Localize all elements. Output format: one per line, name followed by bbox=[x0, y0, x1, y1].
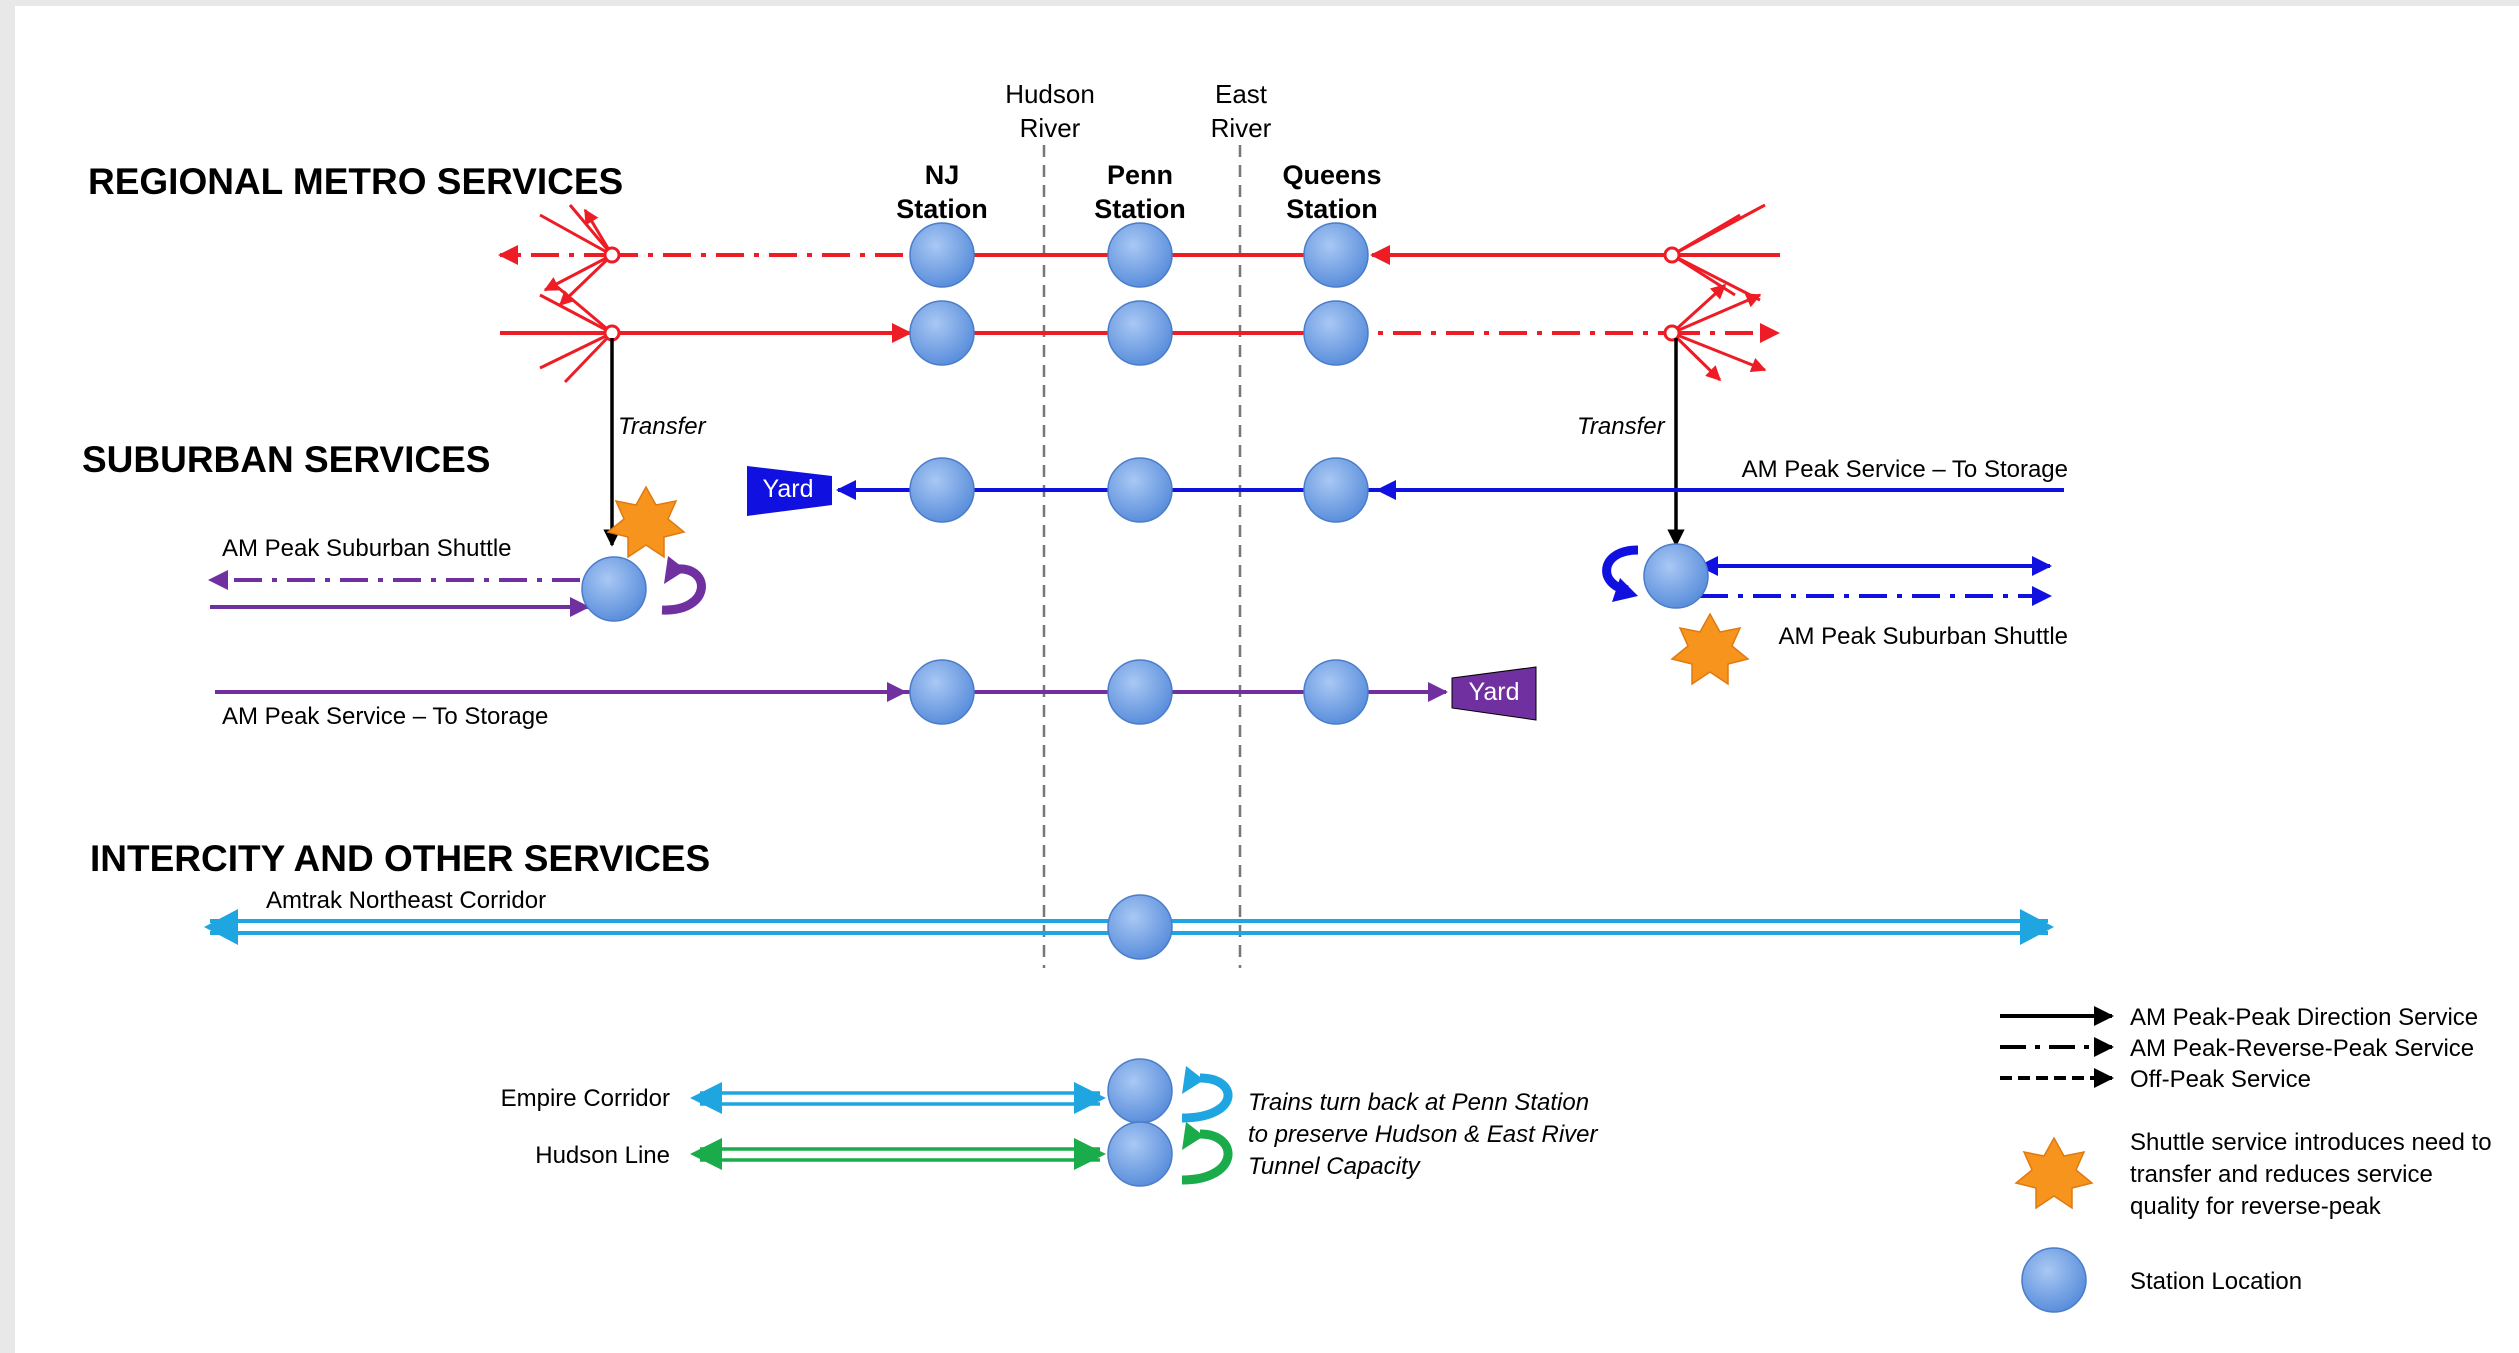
empire-turnback-arrowhead bbox=[1182, 1066, 1204, 1094]
penn-station-label-2: Station bbox=[1094, 194, 1186, 224]
legend-station-label: Station Location bbox=[2130, 1268, 2302, 1295]
intercity-heading: INTERCITY AND OTHER SERVICES bbox=[90, 838, 710, 879]
station-queens-regional-bottom bbox=[1303, 300, 1369, 366]
regional-right-fan-bottom bbox=[1670, 283, 1767, 382]
station-nj-regional-top bbox=[909, 222, 975, 288]
legend-peak-label: AM Peak-Peak Direction Service bbox=[2130, 1004, 2478, 1031]
hudson-arrow-left bbox=[690, 1138, 722, 1170]
queens-station-label-2: Station bbox=[1286, 194, 1378, 224]
shuttle-left-label: AM Peak Suburban Shuttle bbox=[222, 535, 512, 562]
legend-shuttle-label-3: quality for reverse-peak bbox=[2130, 1193, 2382, 1220]
amtrak-arrow-right bbox=[2020, 909, 2054, 945]
east-river-label-1: East bbox=[1215, 79, 1268, 109]
station-penn-purple bbox=[1107, 659, 1173, 725]
regional-left-junction-top bbox=[603, 246, 621, 264]
regional-left-junction-bottom bbox=[603, 324, 621, 342]
legend: AM Peak-Peak Direction Service AM Peak-R… bbox=[2000, 1004, 2492, 1313]
nj-station-label-1: NJ bbox=[925, 160, 960, 190]
diagram-background bbox=[15, 6, 2519, 1353]
station-nj-regional-bottom bbox=[909, 300, 975, 366]
shuttle-star-right bbox=[1670, 612, 1750, 686]
station-queens-purple bbox=[1303, 659, 1369, 725]
station-nj-blue bbox=[909, 457, 975, 523]
station-penn-regional-top bbox=[1107, 222, 1173, 288]
empire-arrow-right bbox=[1074, 1082, 1106, 1114]
station-penn-empire bbox=[1107, 1058, 1173, 1124]
hudson-line-label: Hudson Line bbox=[535, 1142, 670, 1169]
storage-blue-label: AM Peak Service – To Storage bbox=[1742, 456, 2068, 483]
transfer-label-right: Transfer bbox=[1577, 413, 1666, 440]
empire-turnback-icon bbox=[1181, 1073, 1233, 1123]
hudson-river-label-2: River bbox=[1020, 113, 1081, 143]
shuttle-star-left bbox=[606, 485, 686, 559]
yard-blue-shape bbox=[747, 466, 832, 516]
penn-station-label-1: Penn bbox=[1107, 160, 1173, 190]
empire-label: Empire Corridor bbox=[501, 1085, 670, 1112]
blue-turnback-arrowhead bbox=[1612, 578, 1638, 602]
legend-station-icon bbox=[2021, 1247, 2087, 1313]
purple-turnback-arrowhead bbox=[664, 556, 686, 584]
yard-purple-shape bbox=[1451, 666, 1537, 721]
station-penn-amtrak bbox=[1107, 894, 1173, 960]
amtrak-label: Amtrak Northeast Corridor bbox=[266, 887, 546, 914]
transfer-label-left: Transfer bbox=[618, 413, 707, 440]
regional-left-fan-bottom bbox=[539, 283, 614, 384]
station-penn-hudson bbox=[1107, 1121, 1173, 1187]
station-right-shuttle bbox=[1643, 543, 1709, 609]
east-river-label-2: River bbox=[1211, 113, 1272, 143]
legend-star-icon bbox=[2014, 1136, 2094, 1210]
legend-shuttle-label-1: Shuttle service introduces need to bbox=[2130, 1129, 2492, 1156]
station-left-shuttle bbox=[581, 556, 647, 622]
nj-station-label-2: Station bbox=[896, 194, 988, 224]
station-nj-purple bbox=[909, 659, 975, 725]
legend-offpeak-label: Off-Peak Service bbox=[2130, 1066, 2311, 1093]
station-queens-regional-top bbox=[1303, 222, 1369, 288]
hudson-turnback-icon bbox=[1181, 1129, 1233, 1185]
amtrak-arrow-left bbox=[204, 909, 238, 945]
shuttle-right-label: AM Peak Suburban Shuttle bbox=[1778, 623, 2068, 650]
station-penn-regional-bottom bbox=[1107, 300, 1173, 366]
turnback-note-2: to preserve Hudson & East River bbox=[1248, 1121, 1598, 1148]
yard-purple-label: Yard bbox=[1469, 678, 1520, 706]
purple-turnback-icon bbox=[661, 564, 706, 615]
legend-shuttle-label-2: transfer and reduces service bbox=[2130, 1161, 2433, 1188]
regional-right-junction-top bbox=[1663, 246, 1681, 264]
station-penn-blue bbox=[1107, 457, 1173, 523]
yard-blue-label: Yard bbox=[763, 475, 814, 503]
hudson-arrow-right bbox=[1074, 1138, 1106, 1170]
regional-metro-heading: REGIONAL METRO SERVICES bbox=[88, 161, 623, 202]
turnback-note-3: Tunnel Capacity bbox=[1248, 1153, 1422, 1180]
station-queens-blue bbox=[1303, 457, 1369, 523]
suburban-heading: SUBURBAN SERVICES bbox=[82, 439, 490, 480]
regional-right-junction-bottom bbox=[1663, 324, 1681, 342]
turnback-note-1: Trains turn back at Penn Station bbox=[1248, 1089, 1589, 1116]
storage-purple-label: AM Peak Service – To Storage bbox=[222, 703, 548, 730]
station-markers bbox=[581, 222, 1709, 1187]
legend-reverse-label: AM Peak-Reverse-Peak Service bbox=[2130, 1035, 2474, 1062]
queens-station-label-1: Queens bbox=[1282, 160, 1381, 190]
hudson-turnback-arrowhead bbox=[1182, 1122, 1204, 1150]
hudson-river-label-1: Hudson bbox=[1005, 79, 1095, 109]
empire-arrow-left bbox=[690, 1082, 722, 1114]
